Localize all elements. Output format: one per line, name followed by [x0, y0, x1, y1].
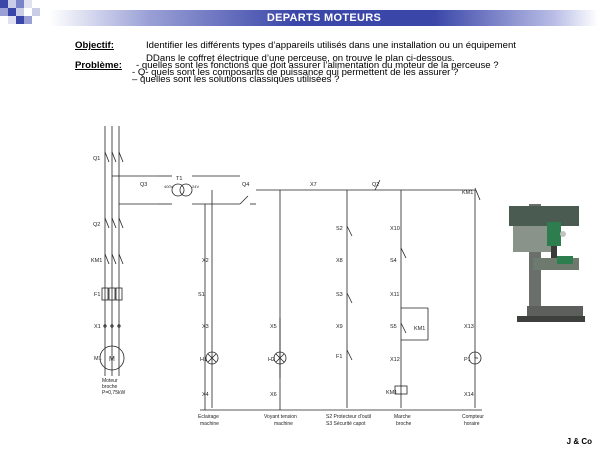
label-t1-out: 24V: [192, 184, 199, 189]
question-3: – quelles sont les solutions classiques …: [132, 74, 340, 85]
label-x12: X12: [390, 357, 400, 363]
label-x7: X7: [310, 182, 317, 188]
label-s3: S3: [336, 292, 343, 298]
label-s5: S5: [390, 324, 397, 330]
label-km1b: KM1: [462, 190, 473, 196]
label-q1: Q1: [93, 156, 100, 162]
caption-eclairage-2: machine: [200, 421, 219, 427]
label-km1c: KM1: [414, 326, 425, 332]
label-km1: KM1: [91, 258, 102, 264]
page-title: DEPARTS MOTEURS: [266, 12, 382, 24]
label-q4: Q4: [242, 182, 249, 188]
electrical-schematic: M Q1 Q2 KM1 F1 X1 M1 Q3 T1 400V 24V: [90, 118, 492, 432]
corner-decoration: [0, 0, 48, 30]
label-s2: S2: [336, 226, 343, 232]
label-x8: X8: [336, 258, 343, 264]
label-x14: X14: [464, 392, 474, 398]
label-x6: X6: [270, 392, 277, 398]
label-x1: X1: [94, 324, 101, 330]
footer-credit: J & Co: [566, 437, 592, 446]
label-h1: H1: [200, 357, 207, 363]
question-1: - quelles sont les fonctions que doit as…: [136, 60, 499, 71]
label-p1: P1: [464, 357, 471, 363]
label-s4: S4: [390, 258, 397, 264]
label-f1: F1: [94, 292, 100, 298]
label-t1: T1: [176, 176, 182, 182]
svg-text:M: M: [109, 356, 115, 363]
label-f1b: F1: [336, 354, 342, 360]
label-q2b: Q2: [372, 182, 379, 188]
label-x2: X2: [202, 258, 209, 264]
caption-marche-1: Marche: [394, 414, 411, 420]
label-s1: S1: [198, 292, 205, 298]
objectif-label: Objectif:: [75, 40, 114, 51]
caption-securite-1: S2 Protecteur d’outil: [326, 414, 371, 420]
probleme-label: Problème:: [75, 60, 122, 71]
label-x11: X11: [390, 292, 399, 298]
label-x13: X13: [464, 324, 474, 330]
caption-voyant-2: machine: [274, 421, 293, 427]
objectif-text: Identifier les différents types d’appare…: [146, 40, 516, 51]
caption-securite-2: S3 Sécurité capot: [326, 421, 366, 427]
label-x10: X10: [390, 226, 400, 232]
caption-voyant-1: Voyant tension: [264, 414, 297, 420]
title-bar: DEPARTS MOTEURS: [50, 10, 598, 26]
label-q3: Q3: [140, 182, 147, 188]
context-text: DDans le coffret électrique d’une perceu…: [146, 53, 455, 64]
caption-marche-2: broche: [396, 421, 412, 427]
label-m1: M1: [94, 356, 102, 362]
motor-caption-2: broche: [102, 384, 118, 390]
label-h2: H2: [268, 357, 275, 363]
drill-press-illustration: [503, 198, 591, 326]
label-x5: X5: [270, 324, 277, 330]
motor-caption-3: P=0,75kW: [102, 390, 125, 396]
motor-caption-1: Moteur: [102, 378, 118, 384]
label-x4: X4: [202, 392, 209, 398]
label-km1d: KM1: [386, 390, 397, 396]
caption-eclairage-1: Eclairage: [198, 414, 219, 420]
label-x3: X3: [202, 324, 209, 330]
label-t1-in: 400V: [164, 184, 174, 189]
label-x9: X9: [336, 324, 343, 330]
label-q2: Q2: [93, 222, 100, 228]
caption-compteur-2: horaire: [464, 421, 480, 427]
question-2: - Q- quels sont les composants de puissa…: [132, 67, 459, 78]
caption-compteur-1: Compteur: [462, 414, 484, 420]
